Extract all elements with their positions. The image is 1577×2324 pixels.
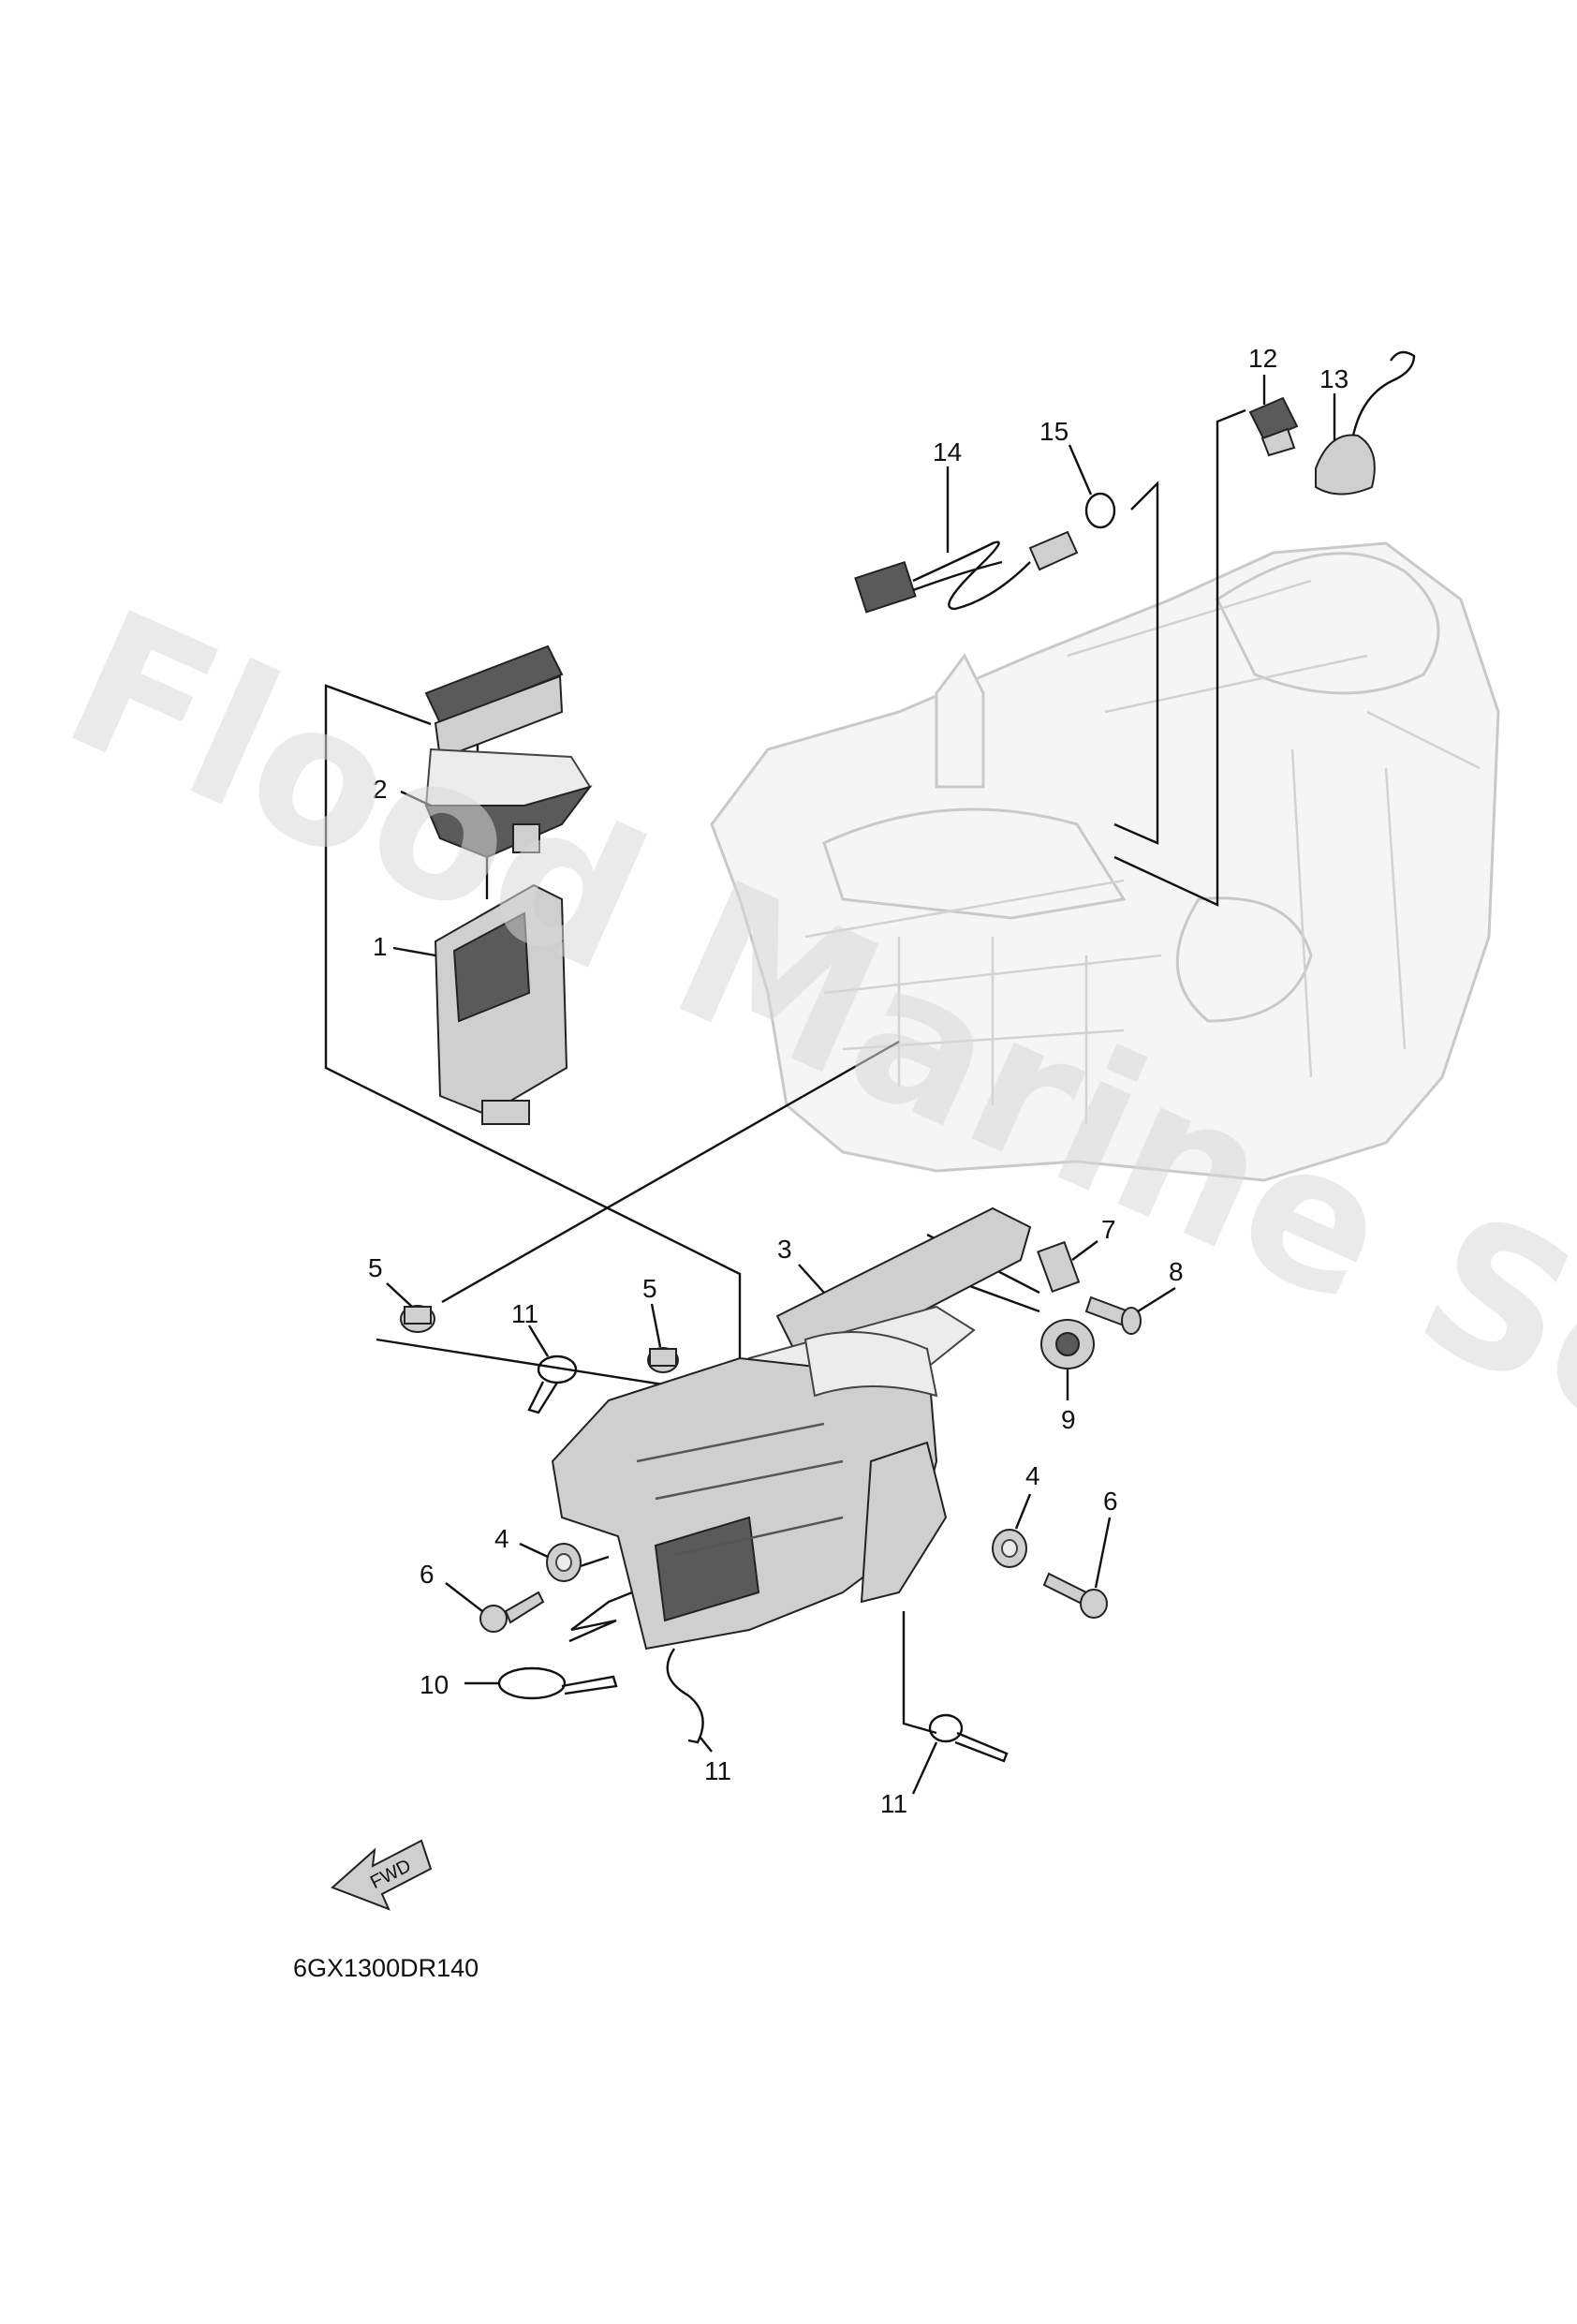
- part-7-plate: [1037, 1240, 1081, 1294]
- callout-6-left: 6: [420, 1560, 435, 1589]
- part-11-clamp-top: [527, 1354, 578, 1414]
- part-5-collar-center: [647, 1347, 679, 1373]
- callout-leaders: [386, 375, 1336, 1795]
- callout-4-right: 4: [1025, 1461, 1040, 1490]
- callout-4-left: 4: [494, 1524, 509, 1553]
- part-4-nut-left: [546, 1543, 582, 1582]
- part-13-cap: [1315, 350, 1416, 496]
- callout-7: 7: [1101, 1215, 1116, 1244]
- part-9-grommet: [1040, 1319, 1095, 1369]
- callout-9: 9: [1061, 1405, 1076, 1434]
- callout-3: 3: [777, 1235, 792, 1264]
- part-1-ecu: [434, 883, 568, 1125]
- part-6-bolt-right: [1042, 1572, 1108, 1619]
- callout-13: 13: [1319, 364, 1349, 393]
- part-10-band: [497, 1666, 618, 1700]
- part-11-clamp-bottom-left: [666, 1648, 704, 1744]
- callout-2: 2: [373, 775, 388, 804]
- callout-10: 10: [420, 1670, 449, 1699]
- part-3-bracket: [551, 1206, 1032, 1650]
- part-6-bolt-left: [479, 1591, 545, 1633]
- callout-12: 12: [1248, 344, 1277, 373]
- part-11-clamp-bottom-right: [928, 1713, 1009, 1763]
- part-8-bolt: [1084, 1295, 1142, 1335]
- callout-1: 1: [373, 932, 388, 961]
- fwd-arrow: FWD: [331, 1839, 433, 1911]
- callout-5-left: 5: [368, 1253, 383, 1282]
- callout-labels: 1 2 3 4 4 5 5 6 6 7 8 9 10 11 11 11 12 1…: [368, 344, 1349, 1818]
- callout-11-top: 11: [511, 1299, 538, 1328]
- assembly-lines: [324, 408, 1246, 1735]
- callout-14: 14: [933, 437, 962, 466]
- part-4-nut-right: [992, 1529, 1027, 1568]
- engine-block-ghost: [710, 541, 1500, 1182]
- part-15-o-ring: [1084, 492, 1116, 529]
- callout-8: 8: [1169, 1257, 1184, 1286]
- callout-5-center: 5: [642, 1274, 657, 1303]
- callout-11-bottom-left: 11: [704, 1756, 731, 1785]
- part-5-collar-left: [400, 1305, 435, 1333]
- diagram-code: 6GX1300DR140: [293, 1954, 479, 1982]
- callout-11-bottom-right: 11: [880, 1789, 907, 1818]
- part-12-sensor: [1248, 396, 1299, 457]
- part-2-ecu-holder: [424, 644, 593, 859]
- callout-6-right: 6: [1103, 1487, 1118, 1516]
- part-14-wire-harness: [854, 530, 1079, 614]
- callout-15: 15: [1039, 417, 1069, 446]
